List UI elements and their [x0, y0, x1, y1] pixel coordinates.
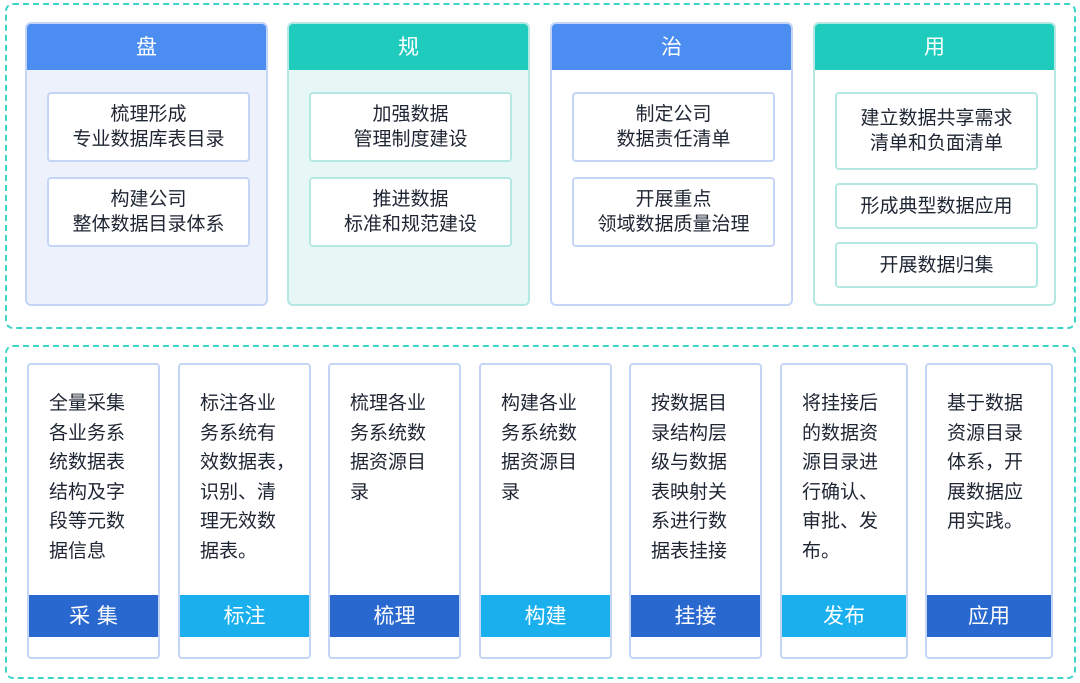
pillar-item-text: 建立数据共享需求 清单和负面清单: [860, 107, 1013, 154]
pillar-item: 梳理形成 专业数据库表目录: [47, 92, 250, 162]
pillar-title: 治: [552, 24, 791, 70]
step-label: 挂接: [631, 595, 760, 637]
pillar-item-text: 构建公司 整体数据目录体系: [72, 188, 225, 235]
step-description: 将挂接后 的数据资 源目录进 行确认、 审批、发 布。: [802, 392, 879, 562]
pillar-item: 制定公司 数据责任清单: [572, 92, 775, 162]
pillar-item: 加强数据 管理制度建设: [309, 92, 512, 162]
step-card-mount: 按数据目 录结构层 级与数据 表映射关 系进行数 据表挂接 挂接: [629, 363, 762, 659]
pillar-item: 形成典型数据应用: [835, 183, 1038, 229]
step-label: 梳理: [330, 595, 459, 637]
step-card-build: 构建各业 务系统数 据资源目 录 构建: [479, 363, 612, 659]
pillar-item-text: 梳理形成 专业数据库表目录: [72, 103, 225, 150]
pillar-item-text: 制定公司 数据责任清单: [616, 103, 731, 150]
step-description: 构建各业 务系统数 据资源目 录: [501, 392, 578, 503]
step-description: 梳理各业 务系统数 据资源目 录: [350, 392, 427, 503]
step-card-publish: 将挂接后 的数据资 源目录进 行确认、 审批、发 布。 发布: [780, 363, 908, 659]
step-label: 构建: [481, 595, 610, 637]
pillar-inventory: 盘 梳理形成 专业数据库表目录 构建公司 整体数据目录体系: [25, 22, 268, 306]
pillar-item: 构建公司 整体数据目录体系: [47, 177, 250, 247]
pillar-item: 开展重点 领域数据质量治理: [572, 177, 775, 247]
pillar-item-text: 推进数据 标准和规范建设: [343, 188, 477, 235]
pillar-item: 建立数据共享需求 清单和负面清单: [835, 92, 1038, 170]
pillar-item-text: 加强数据 管理制度建设: [353, 103, 468, 150]
governance-pillars-section: [5, 3, 1076, 329]
pillar-item: 推进数据 标准和规范建设: [309, 177, 512, 247]
pillar-title: 用: [815, 24, 1054, 70]
step-description: 基于数据 资源目录 体系，开 展数据应 用实践。: [947, 392, 1024, 532]
step-description: 标注各业 务系统有 效数据表， 识别、清 理无效数 据表。: [200, 392, 296, 562]
step-label: 标注: [180, 595, 309, 637]
step-card-sort: 梳理各业 务系统数 据资源目 录 梳理: [328, 363, 461, 659]
process-steps-section: [5, 345, 1076, 679]
step-description: 按数据目 录结构层 级与数据 表映射关 系进行数 据表挂接: [651, 392, 728, 562]
pillar-govern: 治 制定公司 数据责任清单 开展重点 领域数据质量治理: [550, 22, 793, 306]
step-description: 全量采集 各业务系 统数据表 结构及字 段等元数 据信息: [49, 392, 126, 562]
step-label: 发布: [782, 595, 906, 637]
pillar-standardize: 规 加强数据 管理制度建设 推进数据 标准和规范建设: [287, 22, 530, 306]
pillar-title: 规: [289, 24, 528, 70]
pillar-item-text: 开展重点 领域数据质量治理: [597, 188, 750, 235]
pillar-item-text: 形成典型数据应用: [860, 194, 1013, 217]
pillar-use: 用 建立数据共享需求 清单和负面清单 形成典型数据应用 开展数据归集: [813, 22, 1056, 306]
step-label: 采 集: [29, 595, 158, 637]
step-card-annotate: 标注各业 务系统有 效数据表， 识别、清 理无效数 据表。 标注: [178, 363, 311, 659]
step-label: 应用: [927, 595, 1051, 637]
step-card-collect: 全量采集 各业务系 统数据表 结构及字 段等元数 据信息 采 集: [27, 363, 160, 659]
pillar-item-text: 开展数据归集: [879, 253, 994, 276]
pillar-title: 盘: [27, 24, 266, 70]
pillar-item: 开展数据归集: [835, 242, 1038, 288]
step-card-apply: 基于数据 资源目录 体系，开 展数据应 用实践。 应用: [925, 363, 1053, 659]
